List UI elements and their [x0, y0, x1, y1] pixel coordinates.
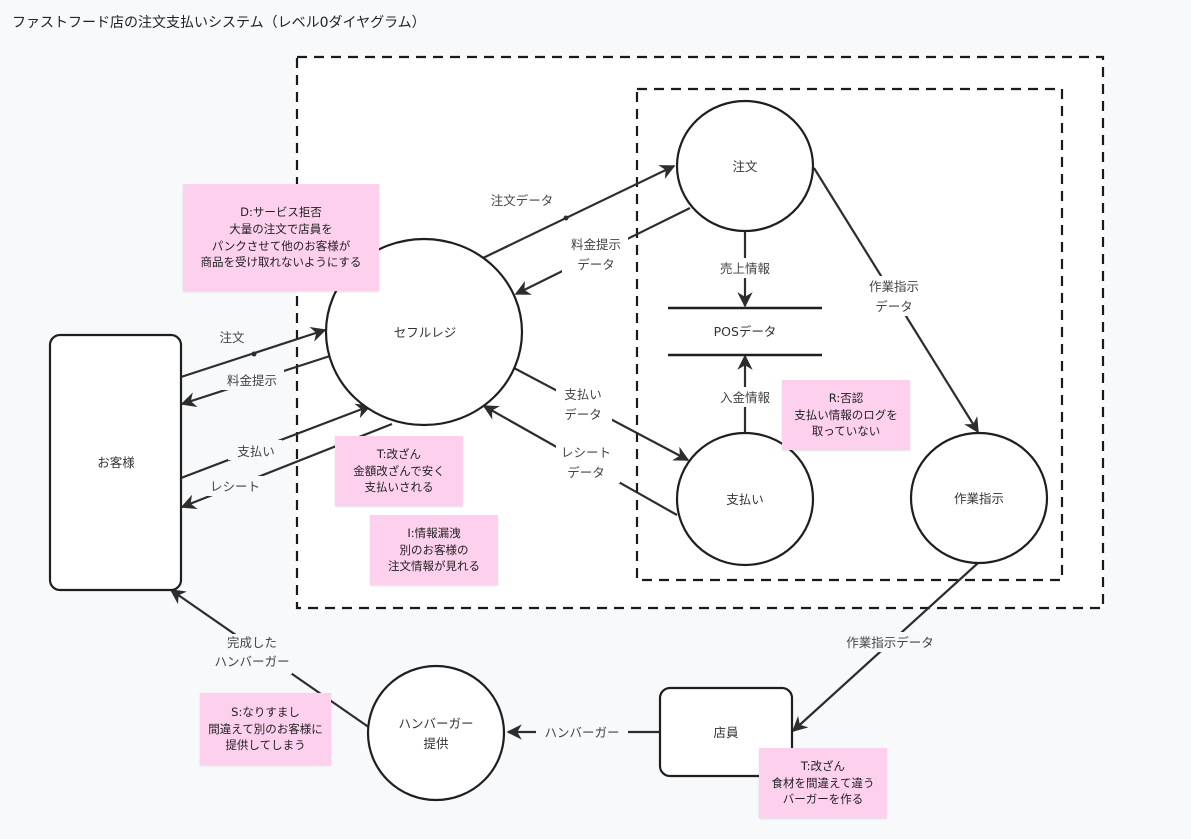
diagram-title: ファストフード店の注文支払いシステム（レベル0ダイヤグラム）	[12, 15, 426, 31]
label-work-data-1: 作業指示	[869, 279, 919, 294]
threat-sticky-info-disclosure[interactable]: I:情報漏洩 別のお客様の 注文情報が見れる	[370, 515, 498, 585]
label-order: 注文	[219, 330, 245, 345]
threat-sticky-dos[interactable]: D:サービス拒否 大量の注文で店員を パンクさせて他のお客様が 商品を受け取れな…	[183, 184, 379, 291]
label-receipt-data-2: データ	[567, 465, 605, 480]
process-burger-serving-label-1: ハンバーガー	[398, 716, 473, 731]
label-work-data-full: 作業指示データ	[846, 635, 934, 650]
label-receipt-data-1: レシート	[561, 445, 611, 460]
inner-boundary	[635, 87, 1064, 582]
label-price-display: 料金提示	[227, 373, 277, 388]
process-order-label: 注文	[732, 159, 758, 174]
flow-order-data	[482, 165, 676, 259]
threat-sticky-spoofing[interactable]: S:なりすまし 間違えて別のお客様に 提供してしまう	[200, 693, 331, 765]
label-hamburger: ハンバーガー	[544, 725, 619, 740]
entity-clerk-label: 店員	[713, 725, 739, 740]
threat-sticky-repudiation[interactable]: R:否認 支払い情報のログを 取っていない	[782, 380, 910, 450]
label-done-2: ハンバーガー	[214, 654, 289, 669]
label-price-data-1: 料金提示	[571, 237, 621, 252]
process-payment[interactable]	[675, 431, 815, 567]
process-work-instruction-label: 作業指示	[954, 491, 1004, 506]
label-pay-data-2: データ	[564, 407, 602, 422]
flow-midpoint	[563, 215, 569, 221]
label-work-data-2: データ	[875, 299, 913, 314]
process-payment-label: 支払い	[726, 492, 764, 507]
flow-midpoint	[251, 351, 257, 357]
label-pay-data-1: 支払い	[564, 387, 602, 402]
process-order[interactable]	[675, 99, 815, 233]
label-order-data: 注文データ	[491, 193, 554, 208]
label-done-1: 完成した	[227, 635, 277, 650]
process-work-instruction[interactable]	[909, 431, 1049, 565]
label-pay: 支払い	[237, 444, 275, 459]
process-burger-serving-label-2: 提供	[423, 736, 448, 751]
entity-customer-label: お客様	[97, 455, 135, 470]
label-receipt: レシート	[210, 479, 260, 494]
entity-customer[interactable]	[48, 333, 183, 592]
label-deposit-info: 入金情報	[720, 390, 771, 405]
process-burger-serving[interactable]	[366, 664, 506, 802]
threat-sticky-tampering-amount[interactable]: T:改ざん 金額改ざんで安く 支払いされる	[335, 436, 463, 506]
datastore-pos-label[interactable]: POSデータ	[714, 324, 777, 339]
threat-sticky-tampering-food[interactable]: T:改ざん 食材を間違えて違う バーガーを作る	[759, 748, 887, 818]
label-price-data-2: データ	[577, 257, 615, 272]
label-sales-info: 売上情報	[720, 261, 771, 276]
process-self-register-label: セフルレジ	[394, 325, 457, 340]
